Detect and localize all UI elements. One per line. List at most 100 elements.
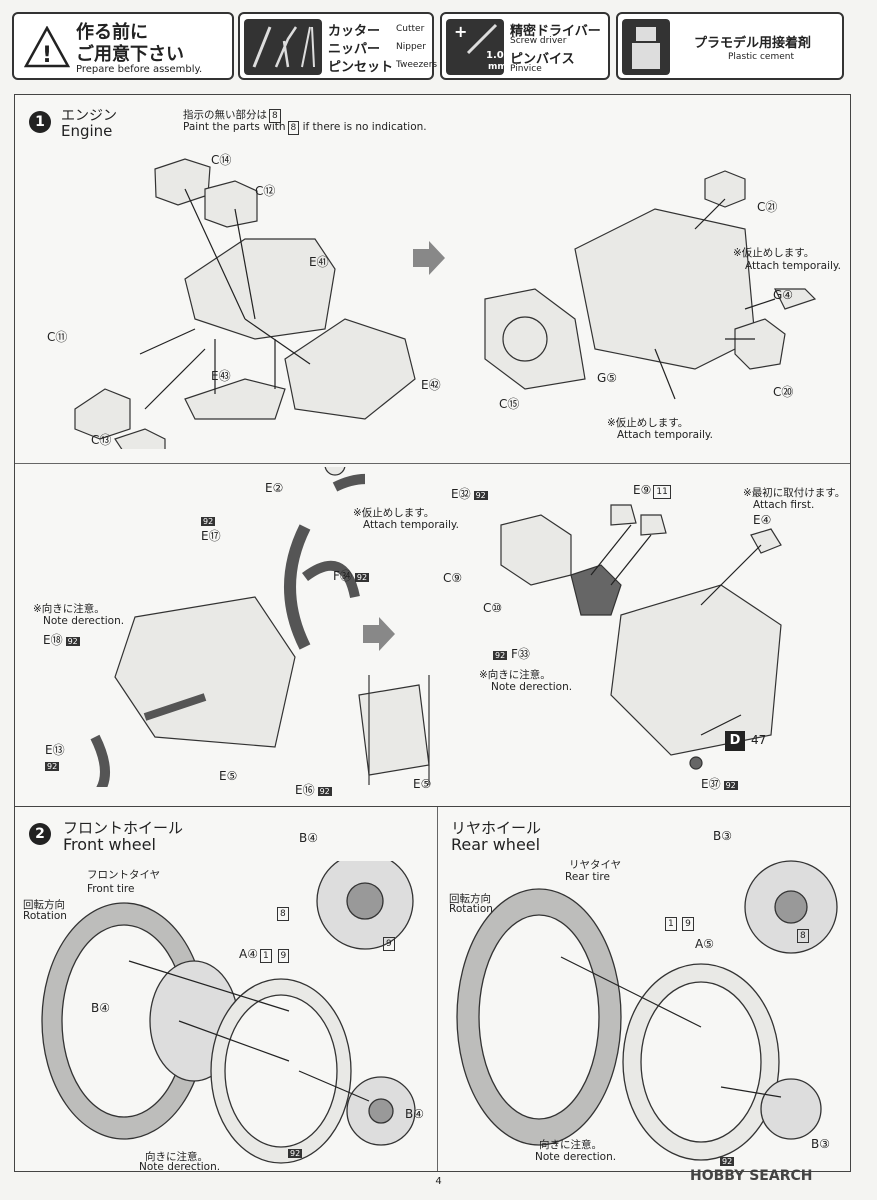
tool-cutter-jp: カッター <box>328 24 381 39</box>
rotation-jp: 回転方向 <box>23 899 65 911</box>
paint-rear-1: 1 <box>665 917 677 931</box>
cement-jp: プラモデル用接着剤 <box>694 36 812 51</box>
part-e2: E② <box>265 481 284 495</box>
rear-tire-jp: リヤタイヤ <box>569 859 622 871</box>
engine-hoses-illustration <box>90 467 365 787</box>
front-dir-jp: 向きに注意。 <box>145 1151 208 1163</box>
part-f33: 92 F㉝ <box>493 645 530 662</box>
dir-note-jp-2: ※向きに注意。 <box>479 669 551 681</box>
part-c14: C⑭ <box>211 153 232 167</box>
driver-en: Screw driver <box>510 36 567 46</box>
rotation-en: Rotation <box>23 910 67 922</box>
rear-paint-1-9: 1 9 <box>663 917 694 931</box>
header-bar: ! 作る前に ご用意下さい Prepare before assembly. カ… <box>12 12 865 84</box>
paint-e32: 92 <box>473 491 488 500</box>
tool-nipper-en: Nipper <box>396 42 426 52</box>
paint-a4-9: 9 <box>277 949 290 963</box>
part-e17-paint: 92 <box>201 517 216 526</box>
svg-text:+: + <box>454 22 467 41</box>
rotation-jp-rear: 回転方向 <box>449 893 491 905</box>
part-e9-label: E⑨ <box>633 483 652 497</box>
part-c13: C⑬ <box>91 433 112 447</box>
rear-title-jp: リヤホイール <box>451 819 542 837</box>
prepare-title-jp-2: ご用意下さい <box>76 44 184 65</box>
prepare-title-en: Prepare before assembly. <box>76 64 203 75</box>
step2-panel: 2 フロントホイール Front wheel リヤホイール Rear wheel… <box>14 806 851 1173</box>
rear-paint-8: 8 <box>795 929 809 943</box>
paint-e9: 11 <box>653 485 671 499</box>
paint-rear-92: 92 <box>720 1157 735 1166</box>
dir-note-jp-1: ※向きに注意。 <box>33 603 105 615</box>
paint-f34: 92 <box>354 573 370 582</box>
part-c15: C⑮ <box>499 397 520 411</box>
part-c12: C⑫ <box>255 184 276 198</box>
svg-text:!: ! <box>42 43 52 68</box>
front-dir-en: Note derection. <box>139 1161 221 1173</box>
step-arrow-right-icon <box>413 241 445 275</box>
prepare-box: ! 作る前に ご用意下さい Prepare before assembly. <box>12 12 234 80</box>
paint-a4-1: 1 <box>259 949 272 963</box>
temp-note-en-3: Attach temporaily. <box>363 519 459 531</box>
part-e17-label: E⑰ <box>201 529 221 543</box>
front-part-a4-label: A④ <box>239 947 258 961</box>
paint-front-92: 92 <box>288 1149 303 1158</box>
paint-e37: 92 <box>723 781 738 790</box>
front-paint-9: 9 <box>381 937 395 951</box>
paint-note-en-pre: Paint the parts with <box>183 121 286 133</box>
paint-code: 8 <box>269 109 281 123</box>
decal-badge: D <box>725 731 745 751</box>
front-title-en: Front wheel <box>63 835 156 854</box>
front-paint-8: 8 <box>275 907 289 921</box>
dir-note-en-1: Note derection. <box>43 615 125 627</box>
part-c20: C⑳ <box>773 385 794 399</box>
rear-title-en: Rear wheel <box>451 835 541 854</box>
front-paint-92: 92 <box>285 1145 303 1159</box>
temp-note-en-2: Attach temporaily. <box>617 429 713 441</box>
part-e16-label: E⑯ <box>295 783 315 797</box>
rear-tire-en: Rear tire <box>565 871 610 883</box>
part-e13: E⑬ 92 <box>45 741 65 772</box>
front-part-b4-mid: B④ <box>91 1001 110 1015</box>
driver-box: + 1.0 mm 精密ドライバー Screw driver ピンバイス Pinv… <box>440 12 610 80</box>
watermark: HOBBY SEARCH <box>690 1168 813 1184</box>
front-tire-en: Front tire <box>87 883 135 895</box>
step-arrow-right-icon-2 <box>363 617 395 651</box>
paint-rear-8: 8 <box>797 929 809 943</box>
engine-inset-illustration <box>358 675 430 785</box>
part-e41: E㊶ <box>309 255 329 269</box>
front-tire-jp: フロントタイヤ <box>87 869 161 881</box>
step1-title-jp: エンジン <box>61 108 117 124</box>
part-g5: G⑤ <box>597 371 618 385</box>
driver-jp: 精密ドライバー <box>510 24 601 39</box>
tool-cutter-en: Cutter <box>396 24 425 34</box>
rear-dir-jp: 向きに注意。 <box>539 1139 602 1151</box>
step1-title-en: Engine <box>61 122 113 140</box>
part-e13-label: E⑬ <box>45 743 65 757</box>
engine-exploded-illustration <box>74 158 416 449</box>
cutter-nipper-tweezers-icon <box>244 19 322 75</box>
front-wheel-illustration <box>41 861 416 1164</box>
paint-f33: 92 <box>493 651 508 660</box>
temp-note-jp-3: ※仮止めします。 <box>353 507 435 519</box>
decal-number: 47 <box>751 733 767 747</box>
paint-e16: 92 <box>317 787 332 796</box>
first-note-jp: ※最初に取付けます。 <box>743 487 846 499</box>
part-e4: E④ <box>753 513 772 527</box>
front-part-b4-bottom: B④ <box>405 1107 424 1121</box>
front-title-jp: フロントホイール <box>63 819 184 837</box>
part-e37-label: E㊲ <box>701 777 721 791</box>
cement-box: プラモデル用接着剤 Plastic cement <box>616 12 844 80</box>
paint-front-8: 8 <box>277 907 289 921</box>
rotation-en-rear: Rotation <box>449 903 493 915</box>
rear-part-a5: A⑤ <box>695 937 714 951</box>
tool-tweezers-en: Tweezers <box>396 60 438 70</box>
rear-wheel-illustration <box>456 860 838 1161</box>
